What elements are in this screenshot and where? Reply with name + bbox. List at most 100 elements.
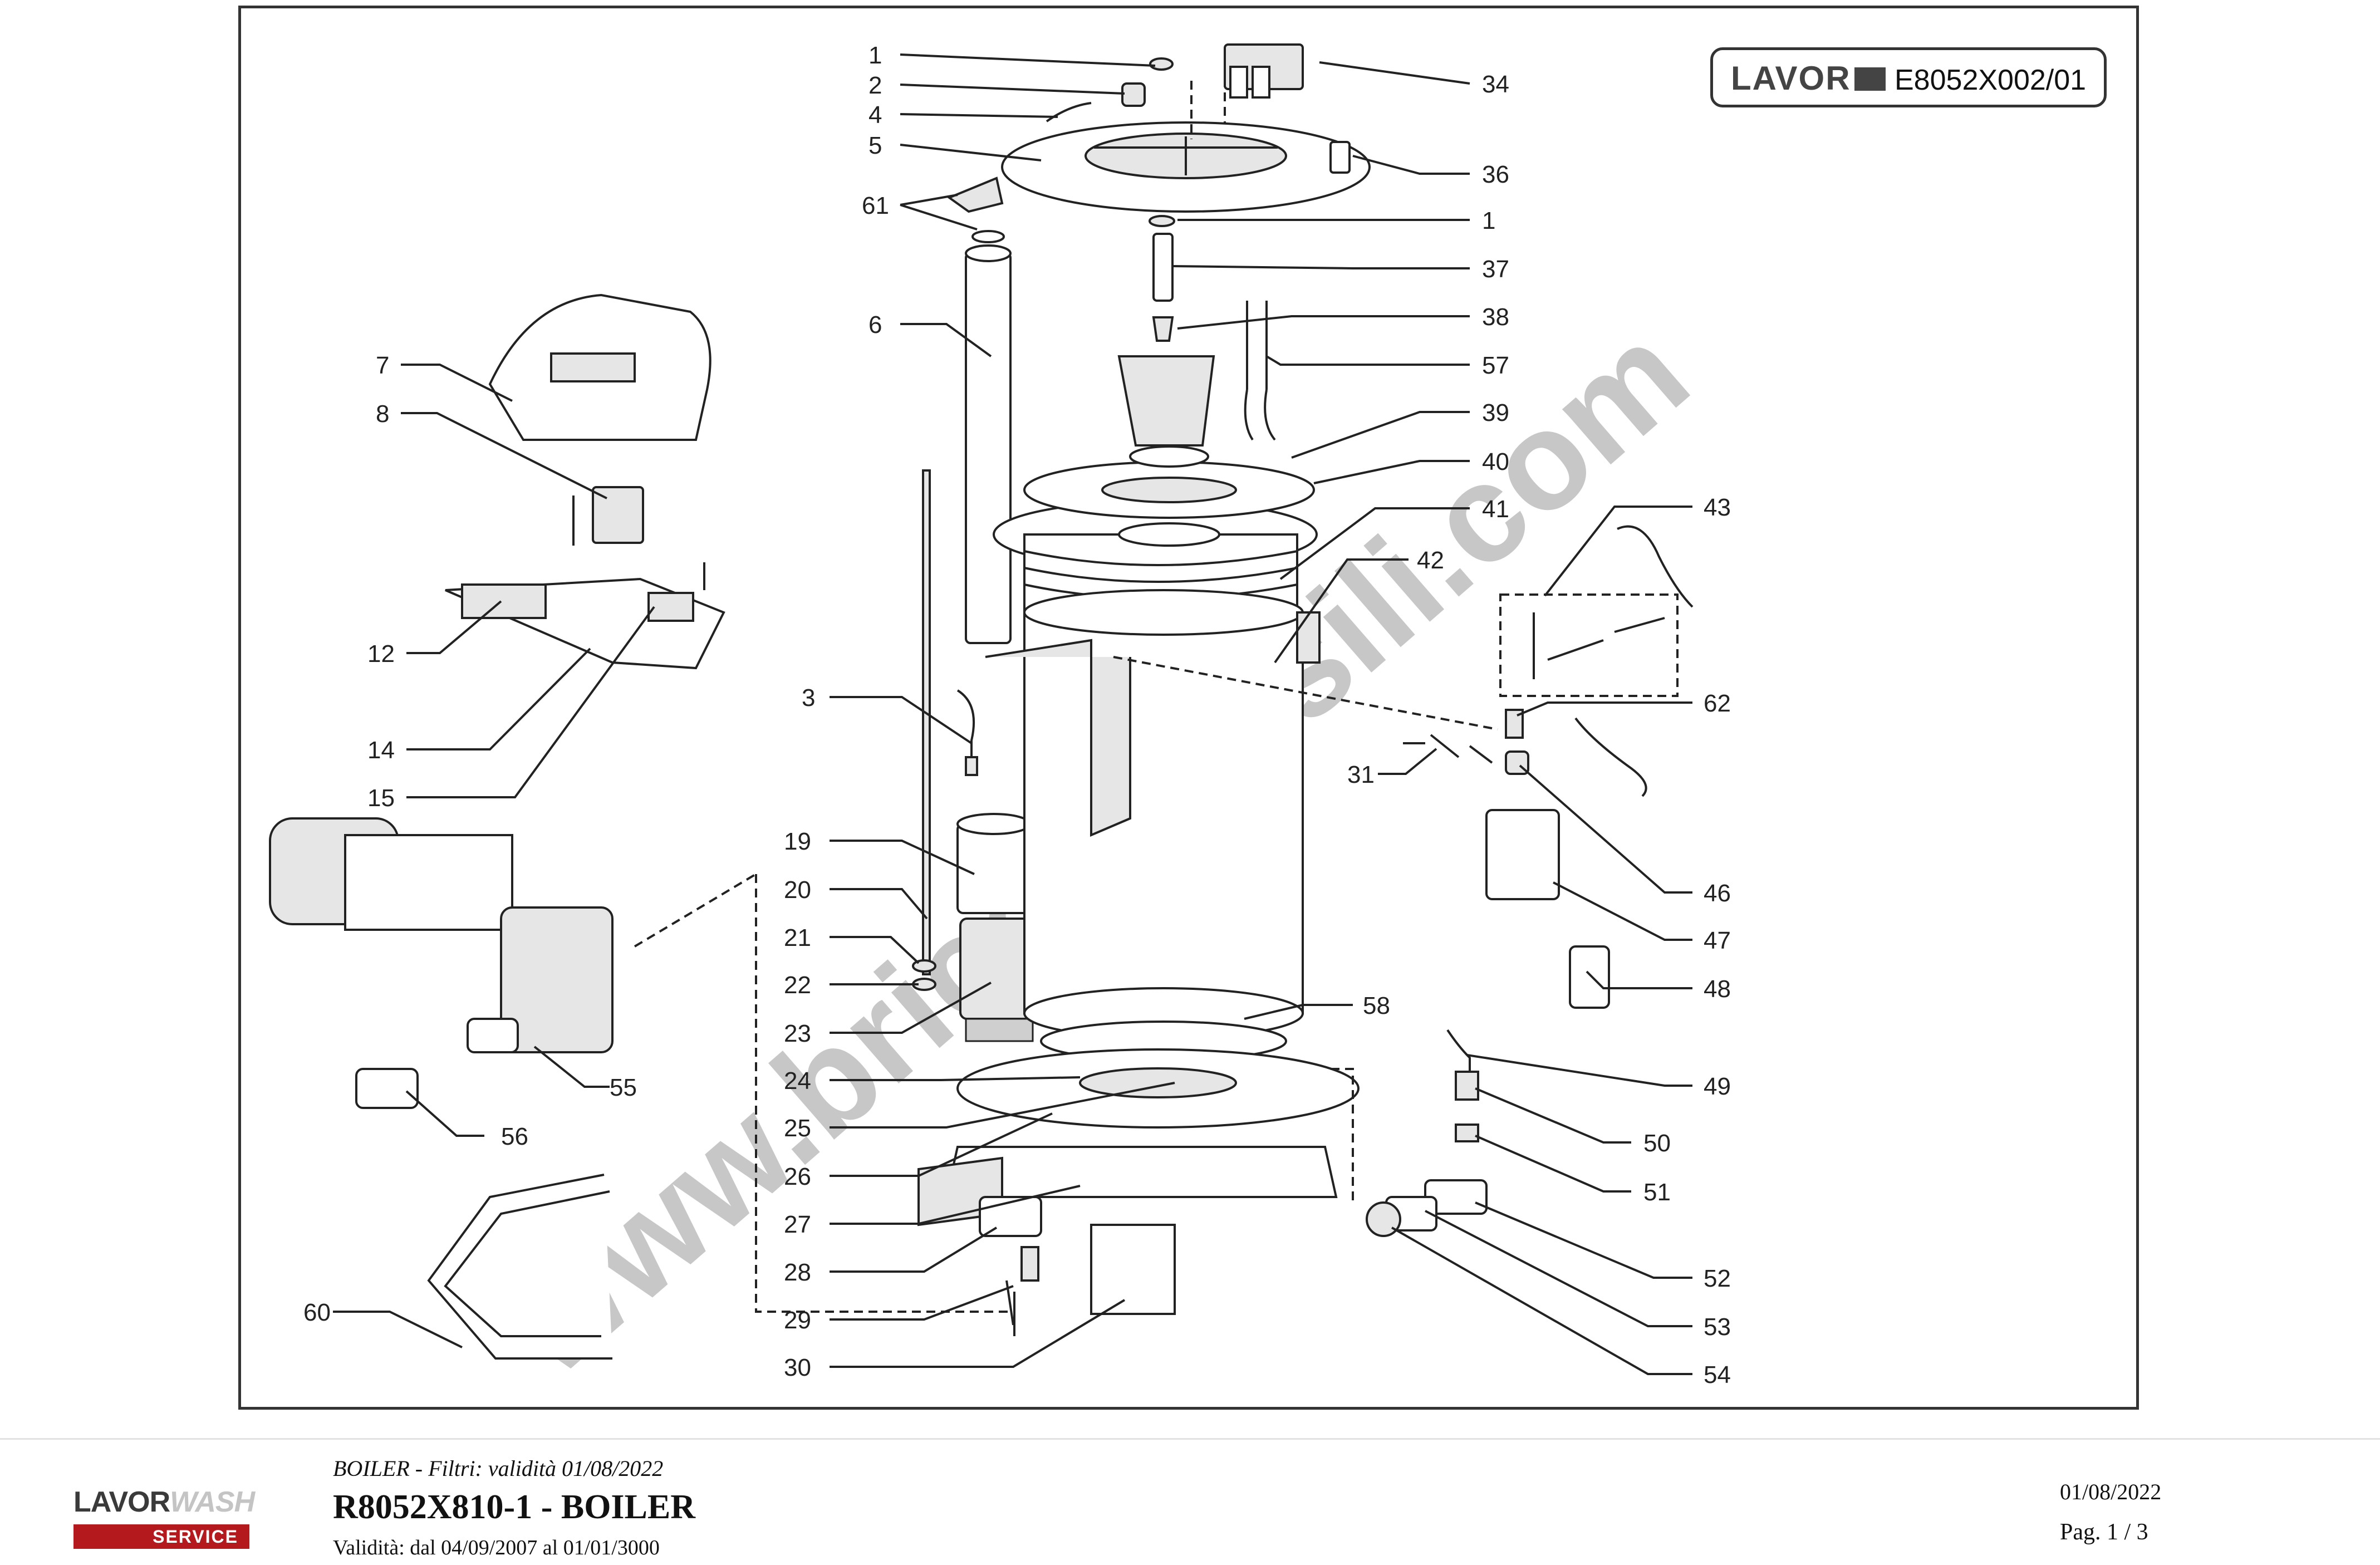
callout-43: 43: [1704, 494, 1731, 521]
part-60-hose: [427, 1174, 612, 1360]
brand-logo-mark: [1854, 67, 1886, 91]
assembly-line-boiler: [1113, 656, 1498, 730]
callout-61: 61: [862, 192, 889, 219]
callout-28: 28: [784, 1259, 811, 1286]
part-55-outlet: [467, 1018, 519, 1053]
callout-36: 36: [1482, 161, 1509, 188]
part-12-connector: [461, 583, 547, 619]
callout-22: 22: [784, 972, 811, 999]
page-number: Pag. 1 / 3: [2060, 1519, 2148, 1545]
callout-62: 62: [1704, 690, 1731, 717]
part-61-clip: [946, 176, 1004, 213]
part-1-washer-b: [1149, 215, 1175, 227]
assembly-line-right: [1331, 1068, 1354, 1203]
part-39-cup: [1118, 522, 1220, 547]
callout-46: 46: [1704, 880, 1731, 907]
part-6-tube: [965, 252, 1012, 644]
part-15-relay: [647, 592, 694, 622]
callout-42: 42: [1417, 547, 1444, 574]
part-43-fittings: [1533, 612, 1665, 679]
part-61-ring: [971, 230, 1005, 243]
part-28-bolt: [1020, 1246, 1039, 1282]
part-42-boiler-body: [1023, 611, 1304, 1014]
part-42-side-tab: [1296, 611, 1321, 664]
part-43-hose: [1617, 525, 1694, 608]
callout-3: 3: [802, 684, 815, 712]
callout-27: 27: [784, 1211, 811, 1238]
part-1-washer: [1149, 57, 1174, 71]
callout-58: 58: [1363, 992, 1390, 1019]
part-3-wire: [956, 689, 975, 766]
part-55-pump-head: [500, 906, 614, 1053]
footer-logo-wash: WASH: [170, 1486, 255, 1518]
callout-26: 26: [784, 1163, 811, 1190]
callout-34: 34: [1482, 71, 1509, 98]
part-38-nozzle: [1152, 316, 1174, 342]
assembly-line-pump: [634, 873, 757, 948]
part-48-filter: [1569, 945, 1610, 1009]
part-6-tube-top: [965, 244, 1012, 262]
part-54-nut: [1366, 1201, 1401, 1237]
part-24-base-hole: [1079, 1067, 1237, 1098]
doc-subtitle: BOILER - Filtri: validità 01/08/2022: [333, 1456, 664, 1481]
callout-48: 48: [1704, 975, 1731, 1003]
callout-51: 51: [1643, 1179, 1671, 1206]
part-47-switch: [1485, 809, 1560, 900]
callout-60: 60: [303, 1299, 331, 1326]
part-34-terminal-a: [1229, 66, 1248, 99]
footer-logo-service: SERVICE: [153, 1527, 238, 1547]
part-39-burner-base: [1129, 445, 1209, 468]
assembly-line-top: [1190, 78, 1226, 139]
callout-8: 8: [376, 400, 389, 428]
part-50-sensor: [1455, 1071, 1479, 1101]
footer-logo-word: LAVORWASH: [73, 1485, 255, 1519]
callout-53: 53: [1704, 1313, 1731, 1341]
part-51-fitting: [1455, 1124, 1479, 1142]
part-26-frame: [945, 1146, 1338, 1198]
part-7-cover-vent: [550, 352, 636, 382]
callout-23: 23: [784, 1020, 811, 1047]
brand-logo-text: LAVOR: [1731, 60, 1851, 97]
callout-6: 6: [868, 311, 882, 338]
part-3-terminal: [965, 756, 978, 776]
part-43-group-box: [1499, 593, 1679, 697]
callout-50: 50: [1643, 1130, 1671, 1157]
brand-logo: LAVOR: [1731, 59, 1886, 97]
part-19-filter: [956, 823, 1031, 914]
callout-40: 40: [1482, 448, 1509, 475]
callout-52: 52: [1704, 1265, 1731, 1292]
part-37-nozzle-holder: [1152, 233, 1174, 302]
brand-code: E8052X002/01: [1895, 64, 2087, 96]
callout-4: 4: [868, 101, 882, 129]
callout-54: 54: [1704, 1361, 1731, 1389]
part-5-cross: [1094, 136, 1278, 175]
brand-box: LAVOR E8052X002/01: [1710, 47, 2107, 107]
callout-30: 30: [784, 1354, 811, 1381]
callout-31: 31: [1347, 761, 1375, 788]
callout-14: 14: [367, 737, 395, 764]
part-39-burner: [1117, 355, 1215, 447]
callout-5: 5: [868, 132, 882, 159]
footer-logo-main: LAVOR: [73, 1486, 170, 1518]
part-19-filter-top: [956, 813, 1031, 835]
callout-38: 38: [1482, 303, 1509, 331]
part-20-rod: [922, 469, 931, 975]
doc-title: R8052X810-1 - BOILER: [333, 1488, 696, 1526]
doc-validity: Validità: dal 04/09/2007 al 01/01/3000: [333, 1536, 660, 1559]
callout-47: 47: [1704, 927, 1731, 954]
callout-1: 1: [868, 42, 882, 69]
part-4-pin: [1046, 102, 1092, 122]
callout-39: 39: [1482, 399, 1509, 426]
callout-55: 55: [610, 1074, 637, 1101]
part-40-plate-hole: [1101, 477, 1237, 503]
leader-lines: [333, 53, 1692, 1375]
callout-19: 19: [784, 828, 811, 855]
callout-41: 41: [1482, 495, 1509, 523]
callout-20: 20: [784, 876, 811, 904]
part-31-union: [1403, 734, 1493, 764]
part-55-motor-body: [344, 834, 513, 931]
callout-1b: 1: [1482, 207, 1495, 234]
callout-15: 15: [367, 784, 395, 812]
part-36-cap: [1329, 141, 1351, 174]
